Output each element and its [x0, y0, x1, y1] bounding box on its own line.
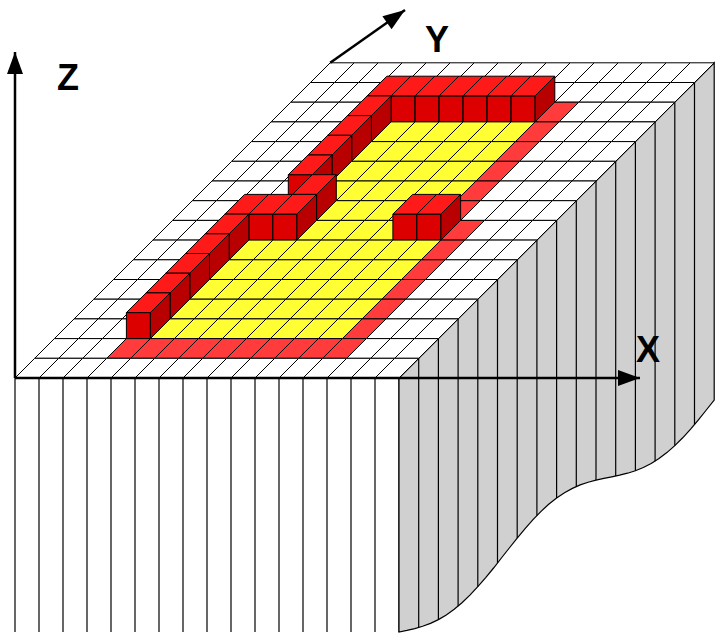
front-face-line — [374, 378, 375, 632]
column-front — [415, 96, 439, 122]
column-top — [205, 214, 249, 234]
grid-cell — [631, 102, 675, 122]
z-axis — [14, 52, 17, 378]
y-axis-label: Y — [425, 22, 449, 58]
column-top — [126, 293, 170, 313]
column-front — [511, 96, 535, 122]
column-front — [393, 214, 417, 240]
column-top — [511, 76, 555, 96]
column-top — [273, 194, 317, 214]
front-face-line — [134, 378, 135, 632]
column-front — [439, 96, 463, 122]
side-face-line — [438, 339, 439, 620]
front-face-line — [62, 378, 63, 632]
column-front — [249, 214, 273, 240]
grid-cell — [395, 339, 439, 359]
side-face-line — [654, 122, 655, 461]
side-face-line — [556, 220, 557, 498]
x-axis-head — [618, 370, 640, 386]
column-front — [273, 214, 297, 240]
column-front — [417, 214, 441, 240]
grid-cell — [454, 280, 498, 300]
front-face-line — [110, 378, 111, 632]
column-top — [166, 254, 210, 274]
side-face-line — [418, 358, 419, 627]
front-face-line — [230, 378, 231, 632]
front-face-line — [38, 378, 39, 632]
z-axis-label: Z — [57, 60, 79, 96]
column-top — [146, 273, 190, 293]
grid-cell — [474, 260, 518, 280]
side-face-line — [635, 142, 636, 471]
grid-cell — [651, 83, 695, 103]
front-face-line — [254, 378, 255, 632]
grid-cell — [611, 122, 655, 142]
side-face-line — [497, 280, 498, 564]
column-top — [347, 96, 391, 116]
column-front — [126, 313, 150, 339]
grid-cell — [414, 319, 458, 339]
front-face-line — [158, 378, 159, 632]
front-face-line — [182, 378, 183, 632]
grid-cell — [513, 220, 557, 240]
front-face-line — [302, 378, 303, 632]
side-face-line — [674, 102, 675, 445]
side-face-line — [615, 161, 616, 476]
grid-cell — [533, 201, 577, 221]
side-face-line — [576, 201, 577, 487]
column-top — [308, 135, 352, 155]
grid-cell — [552, 181, 596, 201]
column-front — [391, 96, 415, 122]
grid-cell — [572, 161, 616, 181]
x-axis — [15, 377, 640, 380]
column-front — [463, 96, 487, 122]
side-face-line — [477, 299, 478, 587]
side-face-line — [517, 260, 518, 538]
column-top — [417, 194, 461, 214]
front-face-line — [326, 378, 327, 632]
front-face-line — [350, 378, 351, 632]
grid-cell — [375, 358, 419, 378]
grid-cell — [671, 63, 715, 83]
y-axis-head — [382, 10, 405, 29]
grid-cell — [493, 240, 537, 260]
column-top — [293, 175, 337, 195]
grid-cell — [592, 142, 636, 162]
side-face-line — [595, 181, 596, 480]
column-top — [186, 234, 230, 254]
side-face-line — [694, 83, 695, 425]
y-axis — [330, 10, 405, 63]
side-face-line — [458, 319, 459, 606]
x-axis-label: X — [636, 332, 660, 368]
front-face-line — [278, 378, 279, 632]
column-top — [288, 155, 332, 175]
front-face-line — [14, 378, 15, 632]
front-face-line — [86, 378, 87, 632]
z-axis-head — [7, 52, 23, 74]
column-front — [487, 96, 511, 122]
side-face — [399, 63, 714, 632]
column-top — [328, 116, 372, 136]
grid-cell — [434, 299, 478, 319]
front-face-line — [206, 378, 207, 632]
